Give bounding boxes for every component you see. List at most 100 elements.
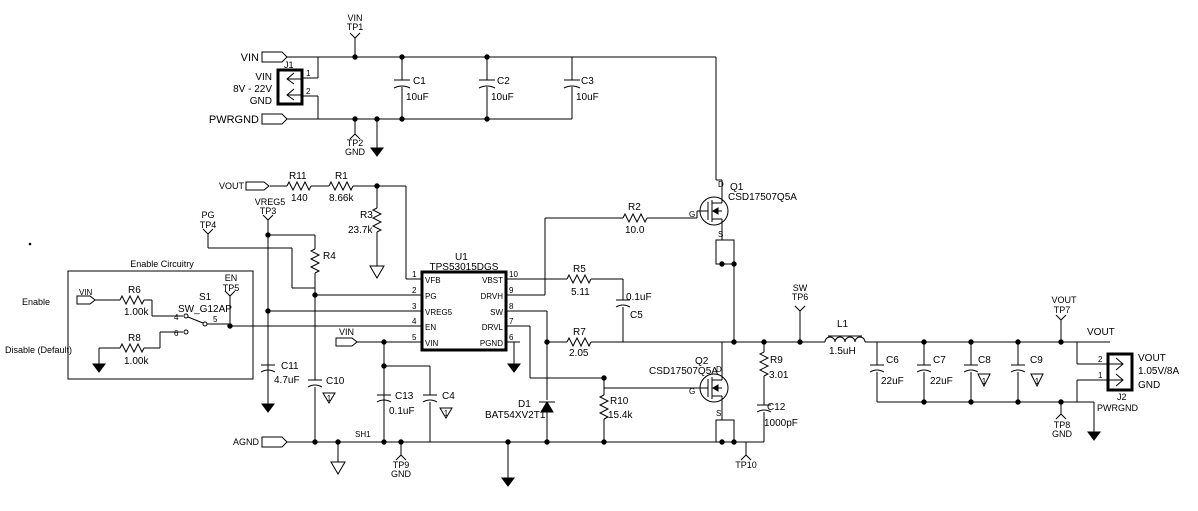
u1-pin-8-num: 8 xyxy=(509,302,514,311)
tp6-ref: TP6 xyxy=(792,292,809,302)
q1-d: D xyxy=(718,180,724,189)
r5-value: 5.11 xyxy=(571,287,590,298)
j2-gnd-label: GND xyxy=(1138,380,1160,391)
s1-pin5: 5 xyxy=(213,315,218,324)
c12-value: 1000pF xyxy=(764,418,798,429)
tp8-net: GND xyxy=(1052,429,1073,439)
tp1-ref: TP1 xyxy=(347,22,364,32)
u1-pin-6-num: 6 xyxy=(509,333,514,342)
q2-s: S xyxy=(716,409,721,418)
vout-right-label: VOUT xyxy=(1087,327,1115,338)
c10-ref: C10 xyxy=(326,376,345,387)
c2-ref: C2 xyxy=(497,76,510,87)
c7-value: 22uF xyxy=(930,376,953,387)
u1-pin-5-num: 5 xyxy=(412,333,417,342)
c3-ref: C3 xyxy=(581,76,594,87)
q2-part: CSD17507Q5A xyxy=(649,366,718,377)
tp9-ref: TP9 xyxy=(393,460,410,470)
q2-g: G xyxy=(689,387,695,396)
j1-ref: J1 xyxy=(284,60,294,70)
u1-pin-1-name: VFB xyxy=(425,276,441,285)
vout-port-left-label: VOUT xyxy=(219,181,245,191)
u1-pin-7-num: 7 xyxy=(509,317,514,326)
c2-value: 10uF xyxy=(491,92,514,103)
u1-pin-1-num: 1 xyxy=(412,270,417,279)
tp4-ref: TP4 xyxy=(200,220,217,230)
s1-pin4: 4 xyxy=(174,313,179,322)
r10-ref: R10 xyxy=(610,396,629,407)
disable-label: Disable (Default) xyxy=(5,345,72,355)
r8-ref: R8 xyxy=(128,333,141,344)
c13-value: 0.1uF xyxy=(389,406,415,417)
tp2-ref: TP2 xyxy=(347,138,364,148)
j2-rating-label: 1.05V/8A xyxy=(1138,366,1179,377)
q2-ref: Q2 xyxy=(695,356,709,367)
vin-enable-label: VIN xyxy=(79,288,93,297)
enable-title: Enable Circuitry xyxy=(130,259,194,269)
agnd-label: AGND xyxy=(233,437,260,447)
j2-pwrgnd-label: PWRGND xyxy=(1097,403,1138,413)
control-wiring: VOUT R11 140 R1 8.66k R3 23.7k VREG5 TP3… xyxy=(200,171,734,487)
j1-pin2: 2 xyxy=(306,87,311,96)
q1-mosfet: D G S Q1 CSD17507Q5A xyxy=(689,179,797,342)
r5-ref: R5 xyxy=(573,264,586,275)
c1-ref: C1 xyxy=(413,76,426,87)
c8-note: 1 xyxy=(982,377,987,386)
u1-pin-3-num: 3 xyxy=(412,302,417,311)
u1-part: TPS53015DGS xyxy=(430,262,499,273)
u1-pin-10-name: VBST xyxy=(482,276,503,285)
vin-port-label: VIN xyxy=(241,52,259,64)
r11-value: 140 xyxy=(291,193,308,204)
j1-vin-label: VIN xyxy=(255,72,272,83)
tp3-ref: TP3 xyxy=(260,206,277,216)
q2-d: D xyxy=(716,365,722,374)
d1-ref: D1 xyxy=(518,399,531,410)
q1-ref: Q1 xyxy=(730,182,744,193)
u1-pin-3-name: VREG5 xyxy=(425,308,453,317)
c4-note: 1 xyxy=(444,409,449,418)
r9-value: 3.01 xyxy=(769,370,789,381)
q1-part: CSD17507Q5A xyxy=(728,192,797,203)
tp9-net: GND xyxy=(391,469,412,479)
r11-ref: R11 xyxy=(289,171,307,182)
tp5-net: EN xyxy=(225,273,238,283)
r2-value: 10.0 xyxy=(625,225,645,236)
u1-pin-8-name: SW xyxy=(490,308,503,317)
r6-ref: R6 xyxy=(128,285,141,296)
u1-ic: U1 TPS53015DGS 1 VFB 2 PG 3 VREG5 4 EN 5… xyxy=(406,252,520,352)
j1-gnd-label: GND xyxy=(250,96,272,107)
r3-ref: R3 xyxy=(360,210,373,221)
c4-ref: C4 xyxy=(442,391,455,402)
tp1-net: VIN xyxy=(347,13,362,23)
c5-ref: C5 xyxy=(630,310,643,321)
enable-label: Enable xyxy=(22,297,50,307)
r8-value: 1.00k xyxy=(124,356,149,367)
r3-value: 23.7k xyxy=(348,225,373,236)
s1-part: SW_G12AP xyxy=(178,304,232,315)
c6-ref: C6 xyxy=(886,355,899,366)
tp7-ref: TP7 xyxy=(1054,305,1071,315)
q1-g: G xyxy=(689,210,695,219)
q1-s: S xyxy=(718,230,723,239)
u1-pin-5-name: VIN xyxy=(425,339,439,348)
c11-value: 4.7uF xyxy=(274,375,300,386)
u1-pin-2-name: PG xyxy=(425,292,437,301)
r1-ref: R1 xyxy=(335,171,348,182)
j1-range-label: 8V - 22V xyxy=(233,84,272,95)
c13-ref: C13 xyxy=(395,391,414,402)
r10-value: 15.4k xyxy=(608,410,633,421)
tp3-net: VREG5 xyxy=(255,197,286,207)
j1-pin1: 1 xyxy=(306,69,311,78)
u1-pin-9-num: 9 xyxy=(509,286,514,295)
c11-ref: C11 xyxy=(281,361,299,372)
input-section: VIN PWRGND J1 VIN 8V - 22V GND 1 2 VIN T… xyxy=(209,13,717,180)
u1-pin-9-name: DRVH xyxy=(480,292,503,301)
u1-pin-6-name: PGND xyxy=(480,339,503,348)
c10-note: 1 xyxy=(327,394,332,403)
r4-ref: R4 xyxy=(323,251,336,262)
vin-u1-label: VIN xyxy=(339,327,354,337)
j2-pin2: 2 xyxy=(1098,355,1103,364)
sh1-label: SH1 xyxy=(355,430,371,439)
s1-ref: S1 xyxy=(199,292,212,303)
